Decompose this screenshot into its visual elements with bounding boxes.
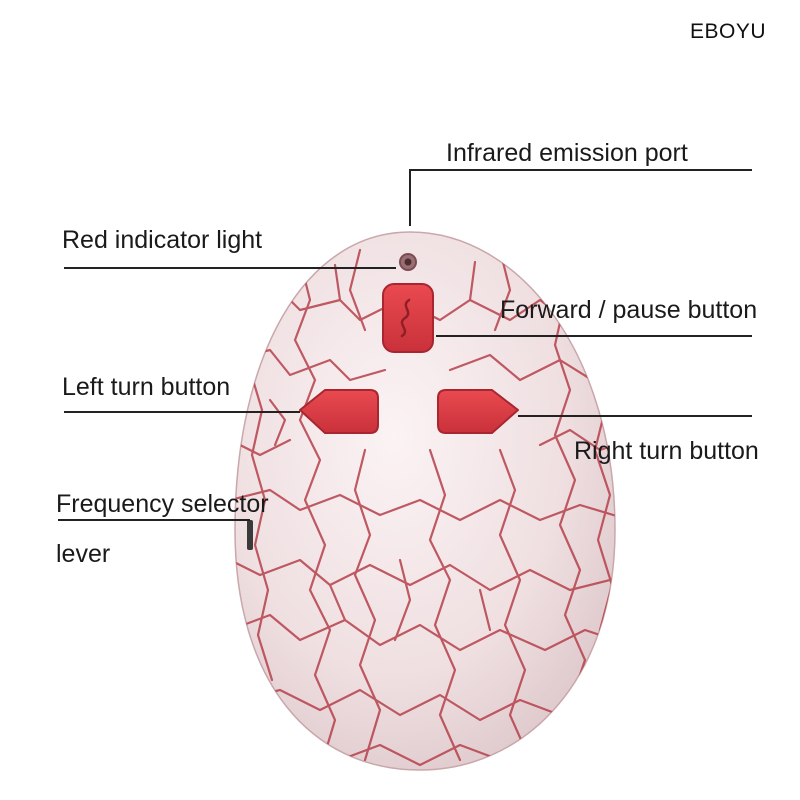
right-button-shape xyxy=(437,389,519,434)
leader-lines xyxy=(58,169,752,521)
egg-shell xyxy=(234,231,616,771)
label-frequency-selector: Frequency selector xyxy=(56,490,269,518)
label-infrared-emission-port: Infrared emission port xyxy=(446,139,688,167)
frequency-lever-shape xyxy=(247,520,253,550)
label-frequency-lever: lever xyxy=(56,540,111,568)
infrared-leader xyxy=(409,169,752,226)
forward-button-shape xyxy=(382,283,434,353)
label-red-indicator-light: Red indicator light xyxy=(62,226,263,254)
label-forward-pause-button: Forward / pause button xyxy=(500,296,758,324)
label-left-turn-button: Left turn button xyxy=(62,373,231,401)
crack-pattern xyxy=(235,248,615,770)
label-right-turn-button: Right turn button xyxy=(574,437,759,465)
left-button-shape xyxy=(299,389,379,434)
brand-logo-text: EBOYU xyxy=(690,20,767,43)
